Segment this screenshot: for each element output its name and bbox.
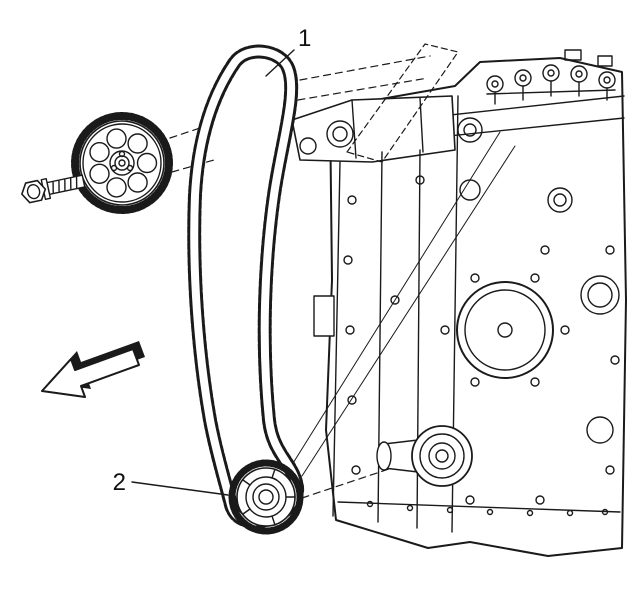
cam-sprocket-rim <box>79 120 165 206</box>
front-cover-opening <box>440 273 570 387</box>
alignment-box <box>346 43 459 163</box>
direction-arrow <box>41 341 145 398</box>
direction-arrow-body <box>41 348 140 398</box>
cam-sprocket-teeth <box>71 112 173 214</box>
callout-1-label: 1 <box>298 25 311 52</box>
callout-1-leader <box>265 49 295 77</box>
cam-towers <box>486 49 616 105</box>
mounting-bolt <box>21 174 86 204</box>
block-rib <box>332 161 341 517</box>
engine-block <box>291 43 627 557</box>
crank-sprocket-teeth <box>228 459 304 535</box>
callout-2-label: 2 <box>113 469 126 496</box>
callout-1: 1 <box>265 25 311 77</box>
mount-tab <box>313 295 335 337</box>
bolt-threads <box>52 176 78 194</box>
bolt-head <box>21 179 47 204</box>
callout-2: 2 <box>113 469 229 496</box>
engine-block-outline <box>325 57 627 557</box>
crank-sprocket-spokes <box>242 468 296 526</box>
callout-2-leader <box>131 481 229 496</box>
crankshaft-snout <box>376 425 473 487</box>
crankshaft-sprocket <box>228 459 304 535</box>
cam-sprocket-holes <box>89 128 158 198</box>
camshaft-sprocket <box>71 112 173 214</box>
block-bolt-holes <box>343 117 620 505</box>
cam-sprocket-hub <box>109 150 135 176</box>
timing-chain <box>187 44 304 529</box>
chain-guide-bracket <box>291 95 456 163</box>
oil-pan <box>337 500 621 517</box>
pointer-diagonals <box>289 131 516 477</box>
